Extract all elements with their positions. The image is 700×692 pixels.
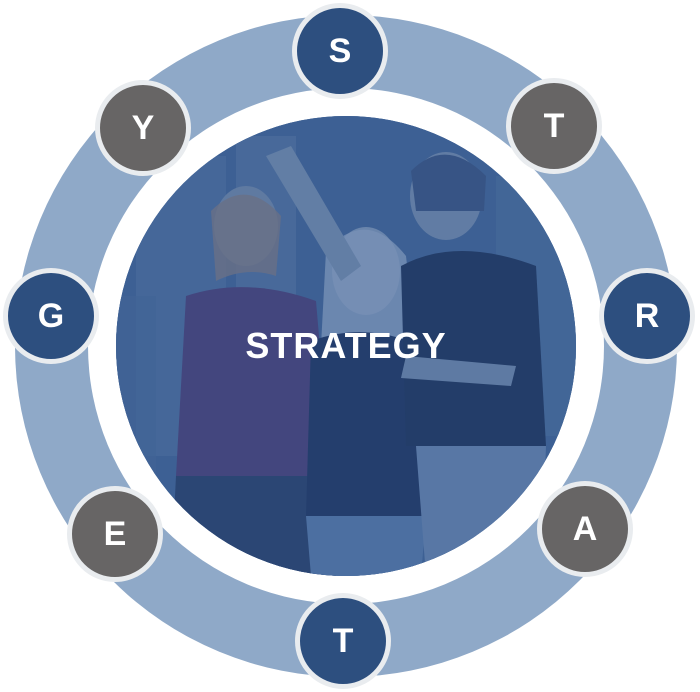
ring-node-r: R [599,268,695,364]
center-title: STRATEGY [245,325,447,366]
ring-node-t-bottom: T [295,593,391,689]
ring-node-s: S [292,3,388,99]
ring-node-g: G [3,268,99,364]
ring-node-y: Y [95,80,191,176]
ring-node-a: A [537,481,633,577]
ring-node-e: E [67,486,163,582]
ring-node-t-top: T [506,78,602,174]
